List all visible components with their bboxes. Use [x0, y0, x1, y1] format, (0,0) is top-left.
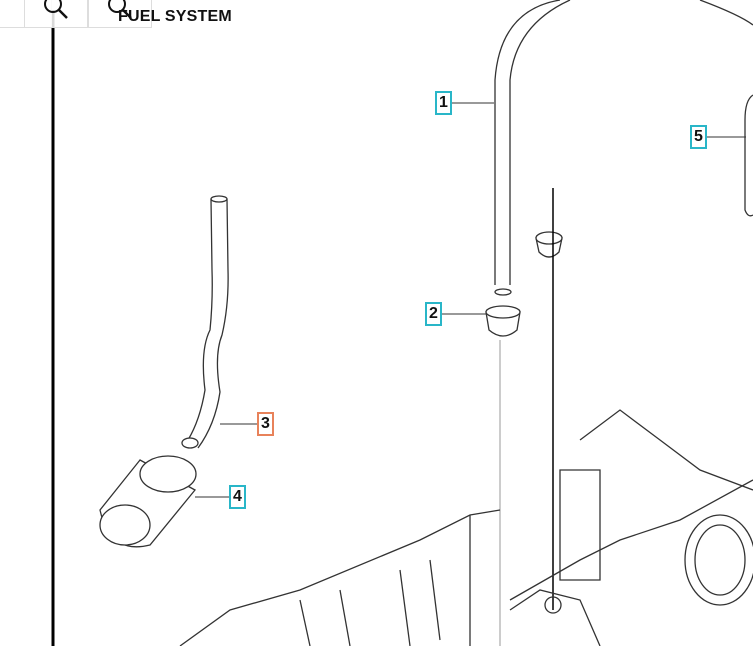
callout-1[interactable]: 1 — [435, 91, 452, 115]
page-title: FUEL SYSTEM — [118, 8, 232, 25]
callout-5[interactable]: 5 — [690, 125, 707, 149]
fuel-filter-part-4 — [99, 437, 199, 548]
grommet-part-2 — [485, 288, 521, 337]
hose-part-1 — [494, 0, 753, 285]
grommet — [535, 231, 563, 258]
callout-3[interactable]: 3 — [257, 412, 274, 436]
magnifier-plus-icon — [108, 0, 132, 19]
zoom-in-button[interactable] — [88, 0, 152, 28]
part-5 — [744, 94, 753, 217]
callout-4[interactable]: 4 — [229, 485, 246, 509]
fuel-tank-frame — [179, 409, 753, 646]
magnifier-minus-icon — [44, 0, 68, 19]
callout-2[interactable]: 2 — [425, 302, 442, 326]
hose-part-3 — [187, 195, 229, 449]
zoom-out-button[interactable] — [24, 0, 88, 28]
leader-lines — [195, 102, 746, 498]
